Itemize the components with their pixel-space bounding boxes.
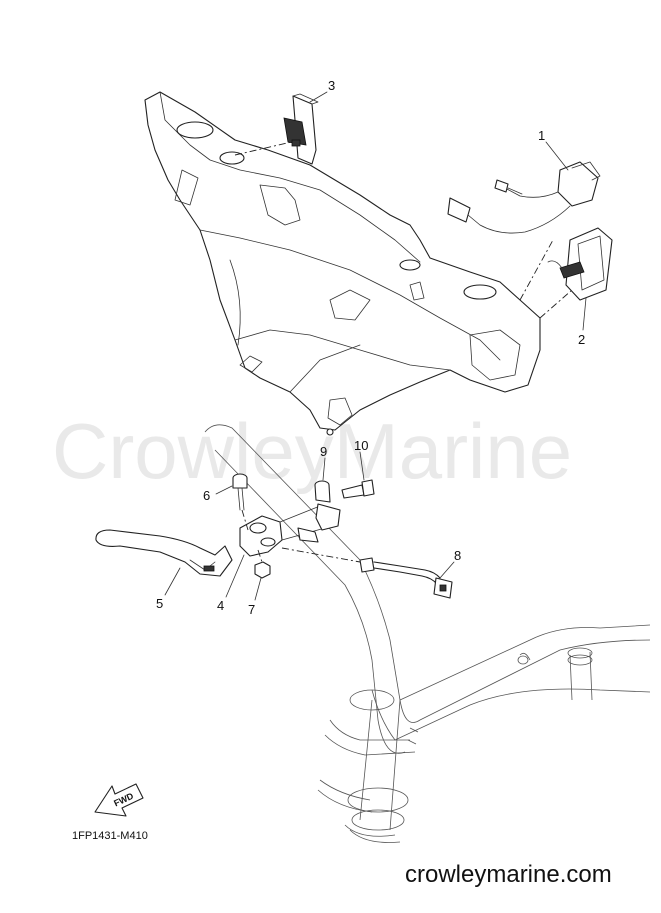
part-3-switch bbox=[283, 93, 319, 165]
site-url[interactable]: crowleymarine.com bbox=[405, 861, 612, 888]
callout-10: 10 bbox=[354, 438, 368, 453]
callout-9: 9 bbox=[320, 444, 327, 459]
part-2-holder bbox=[547, 227, 613, 301]
part-9-clamp bbox=[314, 480, 341, 531]
fwd-arrow-icon: FWD bbox=[94, 783, 144, 817]
callout-6: 6 bbox=[203, 488, 210, 503]
callout-1: 1 bbox=[538, 128, 545, 143]
callouts: 3 1 2 6 9 10 5 4 7 8 bbox=[156, 78, 587, 617]
callout-2: 2 bbox=[578, 332, 585, 347]
part-1-switch-harness bbox=[447, 161, 601, 234]
watermark-text: CrowleyMarine bbox=[52, 407, 572, 495]
diagram-code: 1FP1431-M410 bbox=[72, 830, 148, 842]
part-4-holder bbox=[239, 505, 326, 557]
handlebar-cover bbox=[144, 91, 541, 436]
frame-assembly bbox=[204, 424, 651, 843]
callout-8: 8 bbox=[454, 548, 461, 563]
callout-7: 7 bbox=[248, 602, 255, 617]
callout-3: 3 bbox=[328, 78, 335, 93]
part-8-switch-cable bbox=[281, 547, 453, 599]
part-7-nut bbox=[254, 549, 271, 579]
callout-4: 4 bbox=[217, 598, 224, 613]
callout-5: 5 bbox=[156, 596, 163, 611]
part-bracket bbox=[297, 527, 319, 543]
part-5-lever bbox=[95, 529, 233, 577]
part-6-bolt bbox=[232, 473, 249, 531]
part-10-screw bbox=[341, 479, 375, 499]
